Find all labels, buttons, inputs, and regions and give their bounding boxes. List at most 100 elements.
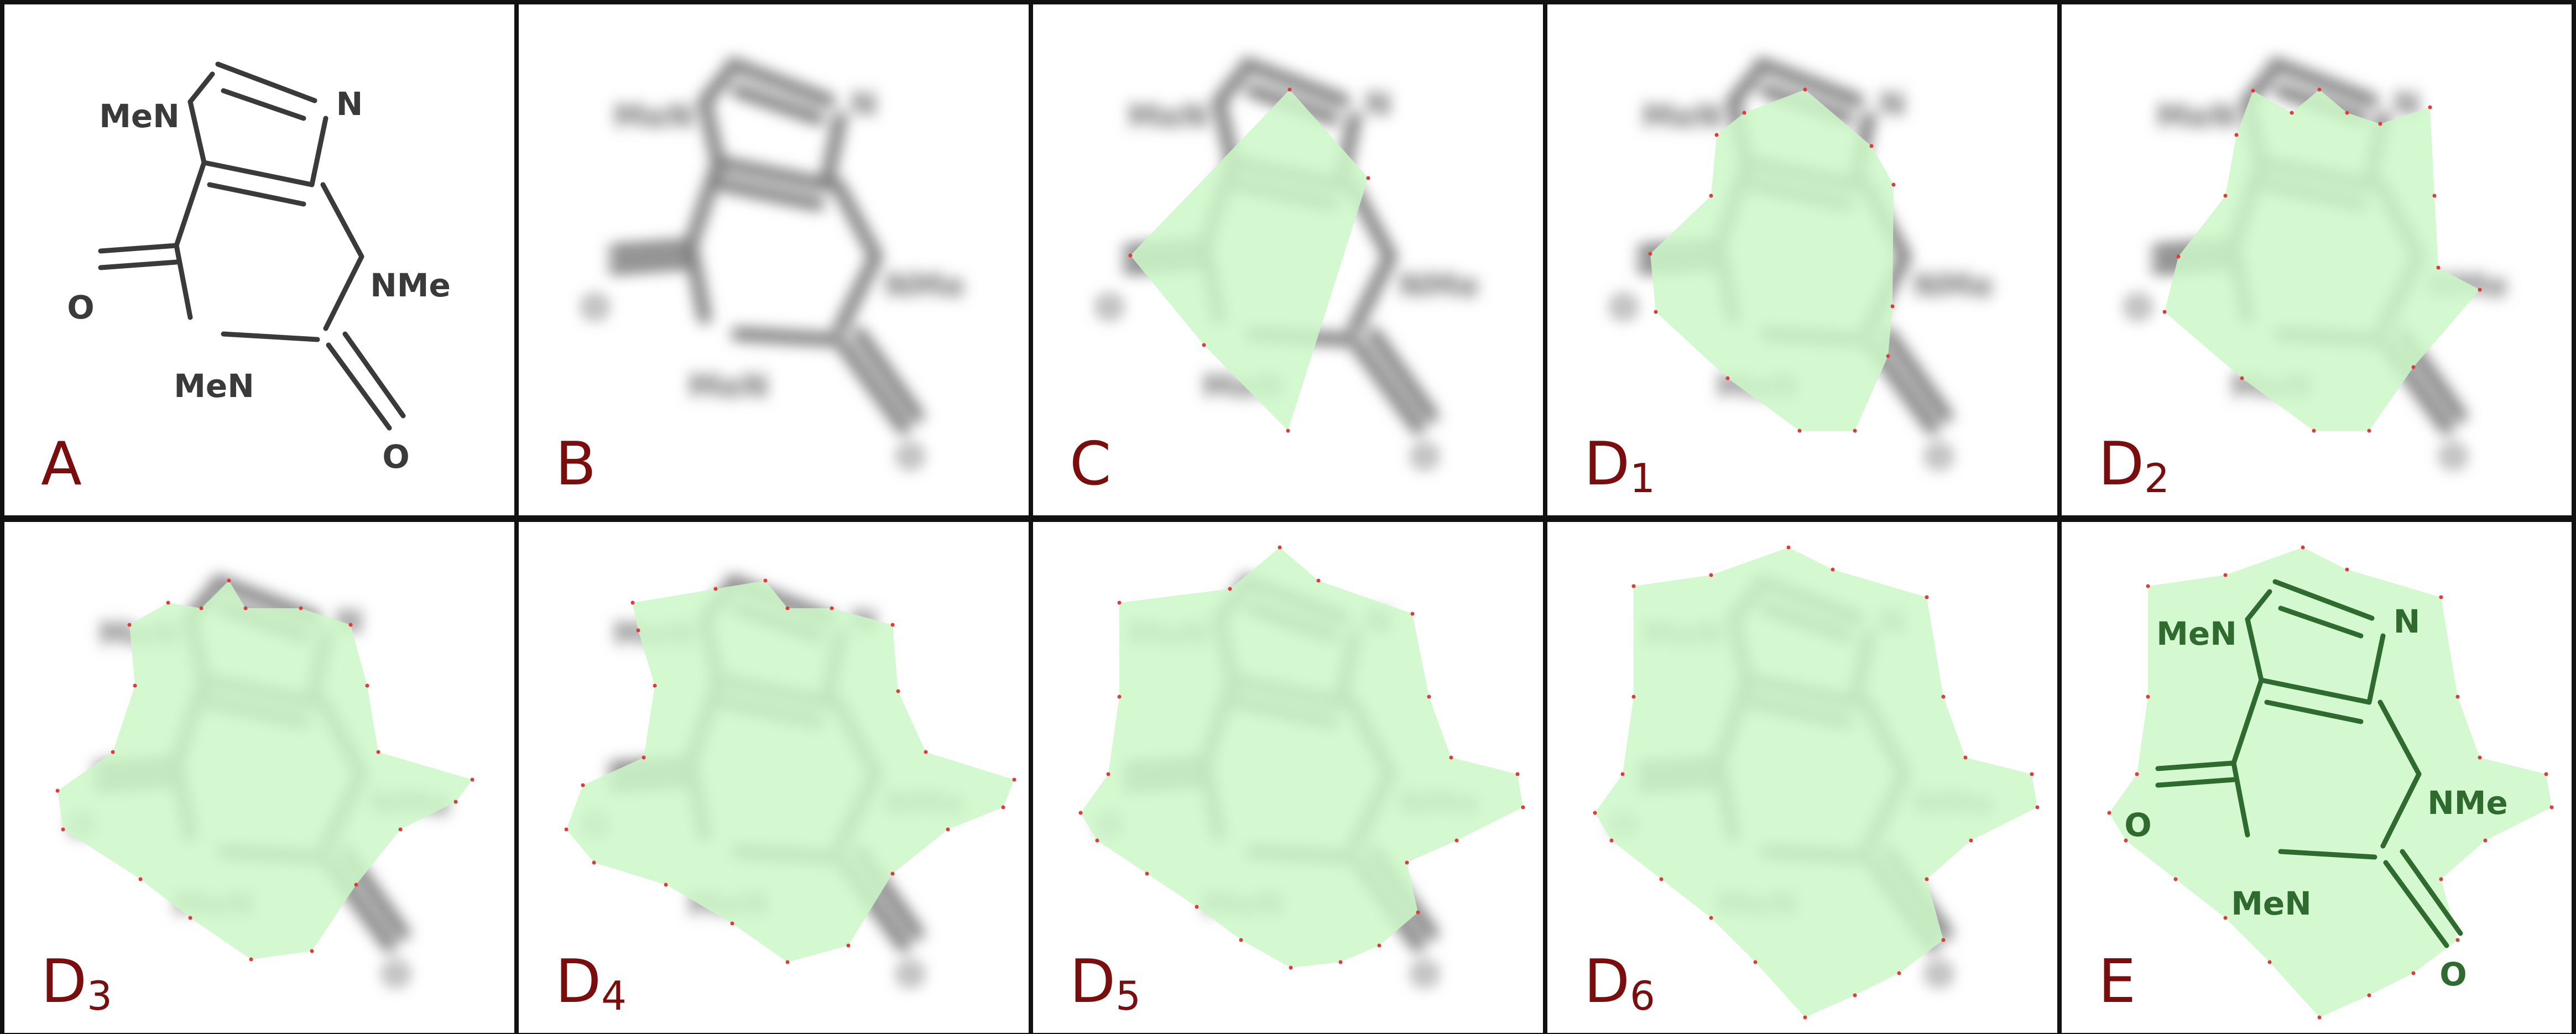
atom-label: N bbox=[2394, 603, 2421, 640]
bond-line bbox=[731, 327, 838, 346]
bond-line bbox=[1367, 327, 1438, 422]
region-vertex-dot bbox=[2411, 971, 2416, 975]
atom-label: MeN bbox=[1128, 97, 1208, 135]
bond-line bbox=[2264, 699, 2364, 724]
region-vertex-dot bbox=[2432, 194, 2437, 198]
region-vertex-dot bbox=[1405, 860, 1409, 865]
region-vertex-dot bbox=[1454, 838, 1459, 843]
region-vertex-dot bbox=[1128, 253, 1133, 258]
bond-line bbox=[698, 67, 733, 108]
region-vertex-dot bbox=[61, 827, 65, 832]
region-vertex-dot bbox=[1890, 304, 1895, 309]
atom-label: O bbox=[581, 289, 608, 326]
bond-line bbox=[853, 327, 924, 422]
region-vertex-dot bbox=[1803, 1015, 1807, 1020]
region-polygon bbox=[1130, 90, 1368, 431]
atom-label: NMe bbox=[884, 267, 965, 304]
growing-region bbox=[1078, 545, 1525, 970]
region-vertex-dot bbox=[2146, 584, 2150, 588]
bond-line bbox=[2400, 849, 2463, 936]
region-vertex-dot bbox=[830, 606, 834, 610]
atom-label: MeN bbox=[613, 97, 694, 135]
region-vertex-dot bbox=[1117, 694, 1122, 699]
region-vertex-dot bbox=[2173, 877, 2178, 881]
region-vertex-dot bbox=[1366, 176, 1370, 180]
panel-label: C bbox=[1070, 430, 1111, 499]
bond-line bbox=[174, 160, 207, 248]
bond-line bbox=[820, 112, 847, 191]
region-vertex-dot bbox=[227, 578, 231, 583]
region-vertex-dot bbox=[127, 623, 132, 627]
region-vertex-dot bbox=[1897, 971, 1901, 975]
region-vertex-dot bbox=[243, 606, 248, 610]
panel-d5: MeNNNMeOMeNOD5 bbox=[1029, 518, 1547, 1034]
atom-label: MeN bbox=[688, 367, 769, 405]
region-vertex-dot bbox=[1631, 584, 1636, 588]
bond-line bbox=[1881, 327, 1953, 422]
growing-region bbox=[1593, 545, 2040, 1020]
region-vertex-dot bbox=[2478, 755, 2482, 760]
region-vertex-dot bbox=[2317, 87, 2322, 92]
bond-line bbox=[2278, 605, 2364, 639]
region-polygon bbox=[1595, 547, 2037, 1017]
panel-label: D6 bbox=[1584, 947, 1655, 1019]
panel-label-subscript: 5 bbox=[1115, 973, 1141, 1019]
region-vertex-dot bbox=[1969, 838, 1973, 843]
bond-line bbox=[221, 88, 306, 121]
region-vertex-dot bbox=[1593, 811, 1597, 815]
region-vertex-dot bbox=[2378, 122, 2382, 126]
region-vertex-dot bbox=[1289, 965, 1293, 970]
bond-line bbox=[712, 156, 833, 191]
bond-line bbox=[1240, 58, 1350, 107]
atom-label: N bbox=[1365, 85, 1392, 123]
bond-line bbox=[608, 239, 697, 258]
panel-label: D5 bbox=[1070, 947, 1141, 1019]
bond-line bbox=[2383, 860, 2449, 948]
growing-region bbox=[1128, 87, 1370, 433]
region-vertex-dot bbox=[1786, 545, 1791, 550]
atom-label: O bbox=[382, 955, 409, 993]
region-vertex-dot bbox=[1449, 755, 1453, 760]
bond-line bbox=[1754, 58, 1864, 107]
region-vertex-dot bbox=[924, 750, 928, 754]
region-vertex-dot bbox=[55, 788, 60, 793]
region-vertex-dot bbox=[2436, 265, 2441, 270]
atom-label: O bbox=[67, 289, 94, 326]
panel-d6: MeNNNMeOMeNOD6 bbox=[1543, 518, 2062, 1034]
panel-label-subscript: 1 bbox=[1630, 455, 1655, 502]
bond-line bbox=[1727, 67, 1762, 108]
region-polygon bbox=[2165, 90, 2480, 431]
bond-line bbox=[831, 178, 883, 263]
region-vertex-dot bbox=[2317, 1015, 2322, 1020]
region-vertex-dot bbox=[581, 783, 585, 787]
region-vertex-dot bbox=[1078, 811, 1083, 815]
region-vertex-dot bbox=[1377, 943, 1381, 948]
bond-line bbox=[698, 95, 725, 169]
bond-line bbox=[684, 156, 725, 252]
bond-line bbox=[833, 250, 883, 335]
region-vertex-dot bbox=[890, 623, 895, 627]
region-vertex-dot bbox=[2135, 772, 2139, 776]
region-vertex-dot bbox=[199, 606, 204, 610]
region-vertex-dot bbox=[2124, 838, 2128, 843]
bond-line bbox=[2278, 849, 2377, 860]
bond-line bbox=[2377, 699, 2422, 777]
panel-label-letter: B bbox=[555, 430, 596, 499]
atom-label: NMe bbox=[370, 267, 451, 304]
region-polygon bbox=[566, 581, 1014, 962]
region-vertex-dot bbox=[1742, 111, 1746, 115]
panel-label-letter: D bbox=[555, 947, 601, 1016]
region-vertex-dot bbox=[730, 921, 734, 926]
region-vertex-dot bbox=[249, 957, 253, 962]
region-vertex-dot bbox=[2240, 376, 2244, 380]
panel-label-subscript: 4 bbox=[601, 973, 627, 1019]
bond-line bbox=[2245, 589, 2272, 622]
bond-line bbox=[836, 338, 910, 435]
region-vertex-dot bbox=[653, 683, 657, 688]
region-vertex-dot bbox=[1725, 376, 1730, 380]
growing-region bbox=[2162, 87, 2482, 433]
region-vertex-dot bbox=[1886, 354, 1890, 358]
panel-label-letter: E bbox=[2098, 947, 2136, 1016]
